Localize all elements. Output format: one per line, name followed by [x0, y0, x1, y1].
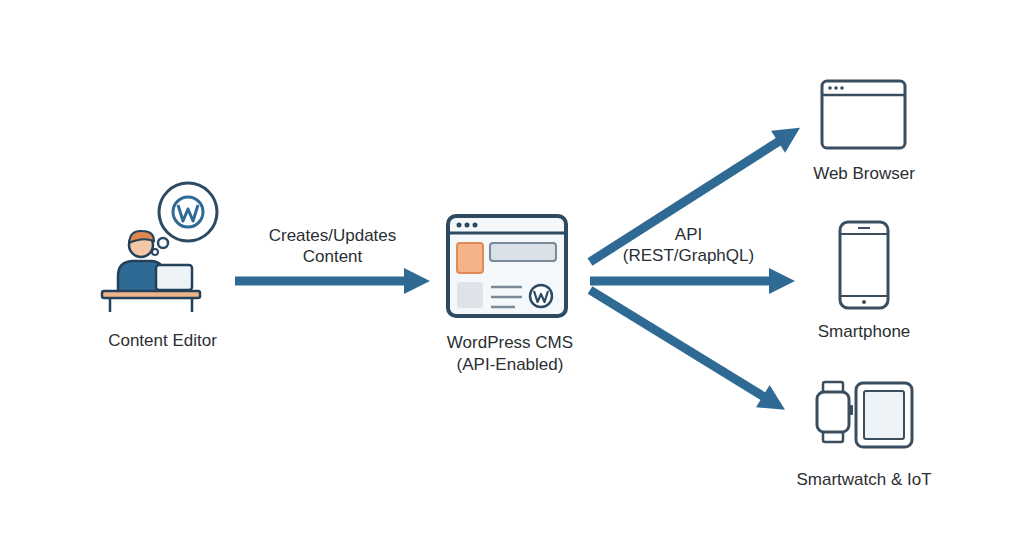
icon-shape — [822, 94, 905, 97]
icon-shape — [491, 306, 515, 309]
arrow-shaft — [590, 290, 765, 397]
icon-shape — [840, 222, 888, 308]
icon-shape — [457, 223, 462, 228]
icon-shape — [491, 286, 522, 289]
node-label: Smartphone — [818, 321, 911, 343]
cms-node: WordPress CMS (API-Enabled) — [430, 210, 590, 376]
cms-window-icon — [448, 216, 566, 316]
icon-shape — [822, 81, 905, 148]
node-label: Smartwatch & IoT — [796, 469, 931, 491]
icon-shape — [156, 265, 192, 290]
icon-shape — [191, 298, 194, 312]
arrow-head — [404, 268, 430, 294]
flow-arrow — [590, 290, 785, 410]
icon-shape — [840, 295, 888, 297]
arrow-shaft — [590, 277, 771, 286]
icon-shape — [834, 86, 838, 90]
icon-shape — [159, 183, 217, 241]
device-node: Smartwatch & IoT — [785, 375, 943, 491]
icon-shape — [178, 205, 198, 221]
arrow-shaft — [235, 276, 406, 285]
icon-shape — [858, 227, 870, 229]
editor-illustration — [102, 183, 217, 312]
device-node: Web Browser — [800, 75, 928, 185]
arrow-head — [769, 268, 795, 294]
node-label: Web Browser — [813, 163, 915, 185]
icon-shape — [530, 285, 552, 307]
icon-shape — [856, 383, 912, 447]
watch-tablet-icon — [817, 382, 912, 447]
flow-arrow — [235, 268, 430, 294]
icon-shape — [129, 231, 154, 243]
arrow-head — [756, 385, 785, 410]
icon-shape — [849, 405, 853, 415]
icon-shape — [465, 223, 470, 228]
browser-icon — [822, 81, 905, 148]
editor-node: Content Editor — [90, 180, 235, 352]
icon-shape — [109, 298, 112, 312]
icon-shape — [158, 238, 168, 248]
icon-shape — [840, 86, 844, 90]
icon-shape — [173, 197, 203, 227]
icon-shape — [817, 392, 849, 432]
arrow-head — [771, 128, 800, 153]
icon-shape — [102, 291, 200, 298]
icon-shape — [862, 300, 866, 304]
edge-label: Creates/Updates Content — [258, 225, 408, 267]
icon-shape — [491, 296, 522, 299]
icon-shape — [448, 216, 566, 316]
node-label: Content Editor — [108, 330, 217, 352]
icon-shape — [534, 291, 548, 302]
icon-shape — [457, 243, 483, 273]
phone-icon — [840, 222, 888, 308]
icon-shape — [490, 243, 556, 261]
flow-arrow — [590, 268, 795, 294]
icon-shape — [840, 233, 888, 235]
edge-label: API (REST/GraphQL) — [619, 224, 759, 266]
icon-shape — [473, 223, 478, 228]
icon-shape — [457, 282, 483, 308]
icon-shape — [828, 86, 832, 90]
node-label: WordPress CMS (API-Enabled) — [430, 332, 590, 376]
device-node: Smartphone — [795, 215, 933, 343]
icon-shape — [864, 391, 904, 439]
icon-shape — [448, 232, 566, 235]
